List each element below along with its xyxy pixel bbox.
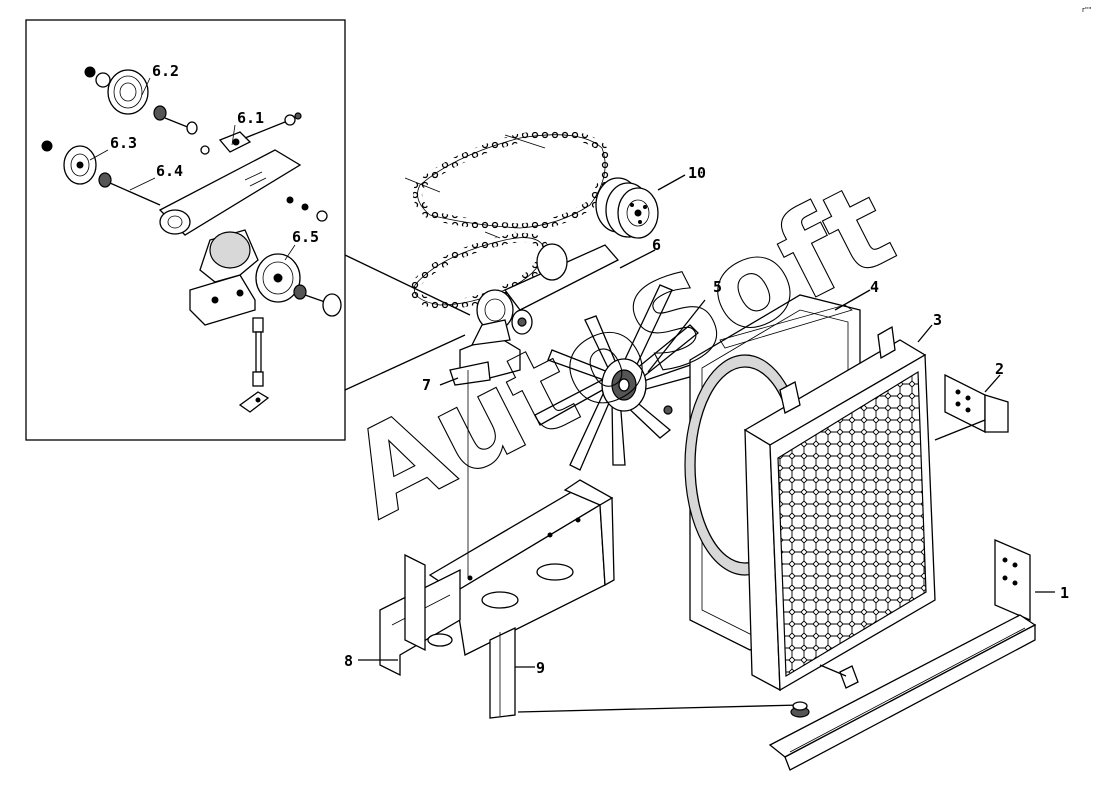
adjuster-rod	[238, 317, 270, 413]
label-part-1: 1	[1060, 584, 1069, 602]
pulley-10	[595, 174, 686, 239]
label-part-6-2: 6.2	[152, 62, 179, 80]
pulley-6-3	[41, 140, 161, 206]
label-part-3: 3	[933, 311, 942, 329]
base-frame	[358, 370, 810, 719]
belt-drive	[404, 130, 686, 386]
label-part-10: 10	[688, 164, 706, 182]
label-part-6: 6	[652, 236, 661, 254]
bracket-2	[934, 373, 1009, 441]
corner-mark: r""	[1082, 6, 1091, 14]
label-part-8: 8	[344, 652, 353, 670]
label-part-6-3: 6.3	[110, 134, 137, 152]
label-part-9: 9	[536, 659, 545, 677]
tensioner-assembly-6	[459, 243, 656, 381]
frame-rail-1	[768, 539, 1055, 771]
housing-6-5	[189, 229, 342, 326]
label-part-4: 4	[870, 278, 879, 296]
bracket-6-1	[200, 112, 302, 155]
label-part-6-1: 6.1	[237, 109, 264, 127]
pulley-6-2	[84, 66, 198, 135]
detail-inset	[25, 19, 471, 441]
label-part-2: 2	[995, 360, 1004, 378]
radiator-3	[743, 324, 936, 692]
label-part-6-5: 6.5	[292, 228, 319, 246]
inset-frame	[25, 19, 346, 441]
inset-leader-bottom	[344, 334, 466, 391]
label-part-5: 5	[713, 278, 722, 296]
tensioner-arm-6-4	[158, 149, 328, 236]
label-part-6-4: 6.4	[156, 162, 183, 180]
label-part-7: 7	[422, 376, 431, 394]
